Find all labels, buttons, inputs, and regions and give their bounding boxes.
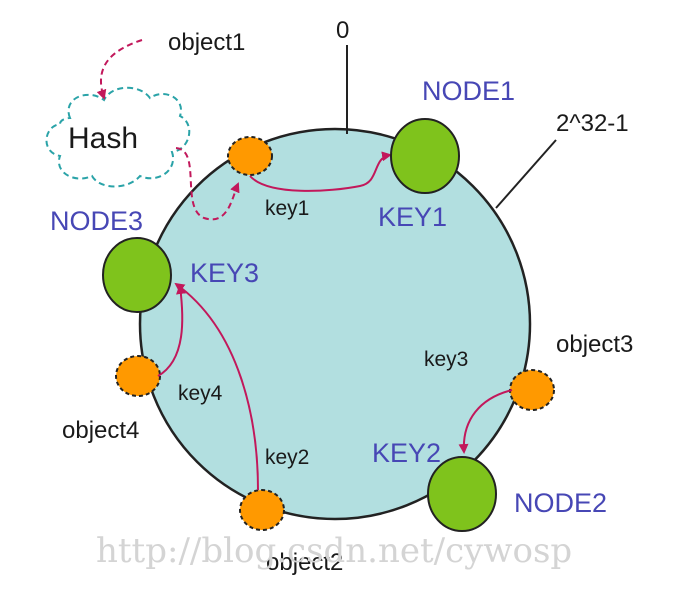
node1-label: NODE1 xyxy=(422,76,515,106)
hash-to-key1-arrow xyxy=(175,147,240,221)
key2-node-label: KEY2 xyxy=(372,438,441,468)
object4-label: object4 xyxy=(62,417,139,444)
object1-label: object1 xyxy=(168,29,245,56)
max-label: 2^32-1 xyxy=(556,110,629,137)
max-marker-line xyxy=(495,139,557,209)
key1-node-label: KEY1 xyxy=(378,202,447,232)
object1-node xyxy=(227,136,273,176)
key1-label: key1 xyxy=(265,197,309,220)
key4-arrow xyxy=(157,284,186,377)
node3 xyxy=(102,237,172,313)
hash-cloud-shape xyxy=(45,86,191,188)
hash-label: Hash xyxy=(68,122,138,155)
key3-label: key3 xyxy=(424,348,468,371)
object4-node xyxy=(115,355,161,397)
object2-label: object2 xyxy=(266,549,343,576)
node1 xyxy=(390,118,460,194)
key3-arrow xyxy=(458,389,513,454)
object3-label: object3 xyxy=(556,331,633,358)
object2-node xyxy=(239,489,285,531)
key2-arrow xyxy=(174,282,259,491)
key2-label: key2 xyxy=(265,446,309,469)
hash-ring xyxy=(138,127,532,521)
object3-node xyxy=(509,369,555,411)
watermark: http://blog.csdn.net/cywosp xyxy=(96,531,572,571)
key1-arrow xyxy=(249,151,392,192)
key4-label: key4 xyxy=(178,382,223,405)
key3-node-label: KEY3 xyxy=(190,258,259,288)
node2-label: NODE2 xyxy=(514,488,607,518)
node3-label: NODE3 xyxy=(50,206,143,236)
zero-label: 0 xyxy=(336,17,349,44)
node2 xyxy=(427,456,497,532)
